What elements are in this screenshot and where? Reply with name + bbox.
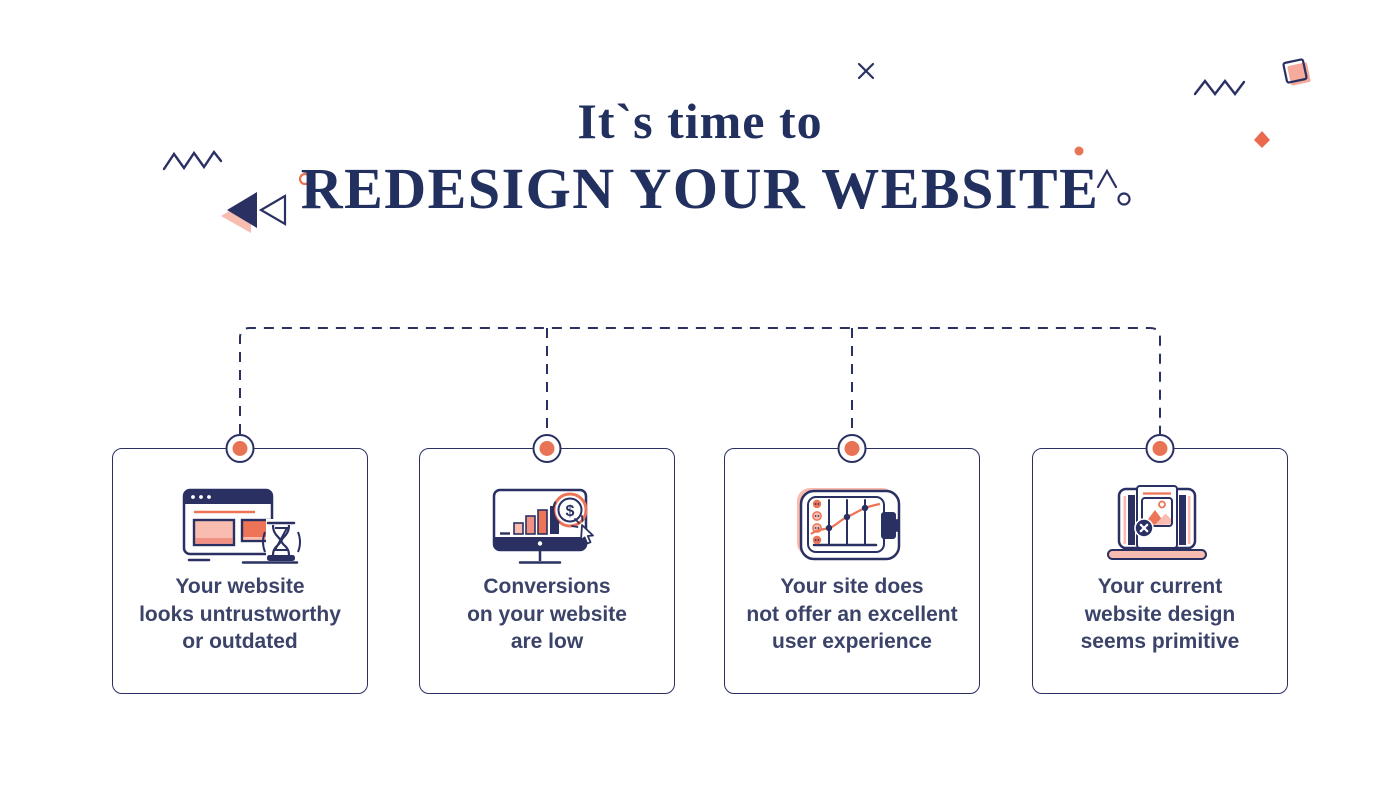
connector-node-core	[539, 441, 555, 456]
card-label-3: Your site does not offer an excellent us…	[731, 573, 973, 656]
label-line: website design	[1084, 602, 1236, 626]
card-primitive-design: Your current website design seems primit…	[1032, 434, 1288, 694]
small-circle-navy	[1117, 192, 1131, 206]
triangle-filled	[227, 192, 257, 228]
slide-title: It`s time to REDESIGN YOUR WEBSITE	[0, 94, 1400, 221]
label-line: are low	[510, 630, 584, 653]
zigzag-right	[1193, 79, 1246, 96]
label-line: Your site does	[780, 575, 924, 598]
card-poor-user-experience: Your site does not offer an excellent us…	[724, 434, 980, 694]
caret-mark	[1096, 168, 1118, 189]
connector-node-4	[1145, 434, 1175, 463]
title-line-1: It`s time to	[577, 93, 823, 149]
triangle-filled-with-shadow	[221, 192, 257, 233]
small-circle-orange	[298, 172, 312, 186]
card-website-untrustworthy: Your website looks untrustworthy or outd…	[112, 434, 368, 694]
error-badge	[1134, 518, 1154, 538]
square-outline	[1282, 58, 1308, 84]
label-line: on your website	[467, 602, 627, 626]
connector-node-1	[225, 434, 255, 463]
connector-node-core	[844, 441, 860, 456]
label-line: Your website	[175, 575, 305, 598]
connector-node-2	[532, 434, 562, 463]
browser-hourglass-svg	[182, 488, 301, 564]
browser-hourglass-icon	[113, 483, 367, 569]
connector-node-3	[837, 434, 867, 463]
tablet-growth-chart-svg	[797, 488, 901, 561]
card-label-2: Conversions on your website are low	[426, 573, 668, 656]
tablet-growth-chart-icon	[725, 483, 979, 569]
laptop-broken-image-icon	[1033, 483, 1287, 569]
card-label-1: Your website looks untrustworthy or outd…	[119, 573, 361, 656]
card-low-conversions: $ Conversions on your website are low	[419, 434, 675, 694]
label-line: not offer an excellent	[746, 602, 958, 626]
label-line: Conversions	[483, 575, 611, 598]
title-line-2: REDESIGN YOUR WEBSITE	[300, 156, 1100, 221]
cursor-icon	[571, 515, 594, 545]
orange-diamond	[1254, 131, 1270, 148]
triangle-outline	[258, 194, 287, 226]
laptop-broken-image-svg	[1107, 485, 1207, 560]
x-mark	[857, 62, 875, 80]
card-label-4: Your current website design seems primit…	[1039, 573, 1281, 656]
label-line: user experience	[772, 630, 932, 653]
label-line: looks untrustworthy	[139, 602, 341, 626]
label-line: seems primitive	[1080, 630, 1240, 653]
label-line: Your current	[1097, 575, 1223, 598]
label-line: or outdated	[182, 630, 298, 653]
connector-node-core	[232, 441, 248, 456]
orange-dot	[1074, 146, 1084, 156]
connector-dashed-lines	[239, 327, 1161, 434]
connector-node-core	[1152, 441, 1168, 456]
monitor-sales-chart-svg: $	[492, 488, 594, 564]
tilted-square-with-shadow	[1282, 58, 1311, 86]
svg-text:$: $	[566, 503, 575, 520]
connector-outer	[239, 327, 1161, 434]
zigzag-left	[162, 149, 223, 171]
monitor-sales-chart-icon: $	[420, 483, 674, 569]
